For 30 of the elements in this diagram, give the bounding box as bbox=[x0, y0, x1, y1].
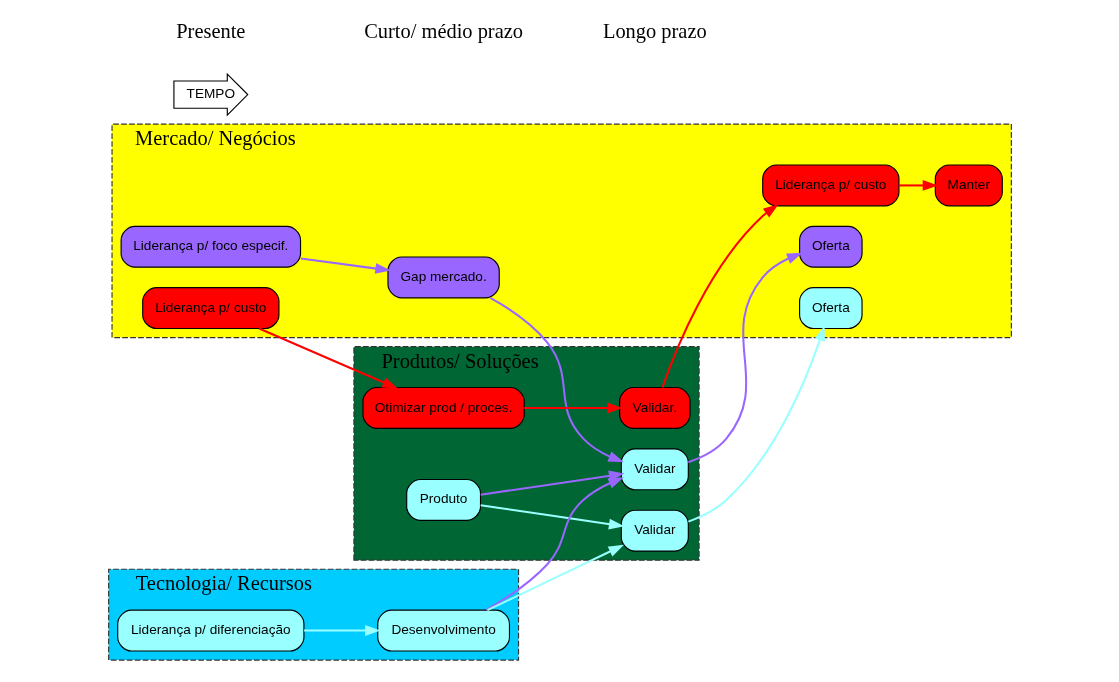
label: Presente bbox=[175, 20, 245, 43]
node-box: Validar bbox=[620, 448, 689, 491]
node-box: Manter bbox=[934, 164, 1003, 207]
node-box: Liderança p/ custo bbox=[141, 287, 280, 330]
label: Longo prazo bbox=[602, 20, 707, 43]
node-box: Validar. bbox=[618, 387, 691, 429]
arrow bbox=[687, 325, 825, 523]
node-box: Oferta bbox=[798, 287, 863, 330]
node-box: Liderança p/ diferenciação bbox=[116, 609, 304, 652]
arrow bbox=[258, 327, 398, 389]
arrow bbox=[898, 180, 938, 191]
node-box: Produto bbox=[405, 478, 481, 521]
node-box: Gap mercado. bbox=[386, 256, 500, 299]
arrow bbox=[687, 252, 802, 464]
node-box: Liderança p/ custo bbox=[761, 164, 900, 207]
node-box: Validar bbox=[620, 509, 689, 552]
arrow bbox=[480, 504, 624, 530]
label: Curto/ médio prazo bbox=[363, 20, 523, 43]
arrow bbox=[486, 544, 624, 611]
arrow bbox=[523, 402, 623, 414]
node-box: Oferta bbox=[798, 225, 863, 268]
arrow bbox=[661, 204, 779, 388]
arrow bbox=[489, 297, 624, 463]
arrow bbox=[303, 625, 381, 636]
node-box: Otimizar prod / proces. bbox=[361, 387, 525, 429]
arrow bbox=[480, 470, 624, 496]
node-box: Desenvolvimento bbox=[376, 609, 510, 652]
node-box: Liderança p/ foco especif. bbox=[120, 225, 301, 268]
arrow bbox=[485, 477, 624, 611]
arrow bbox=[300, 257, 391, 274]
